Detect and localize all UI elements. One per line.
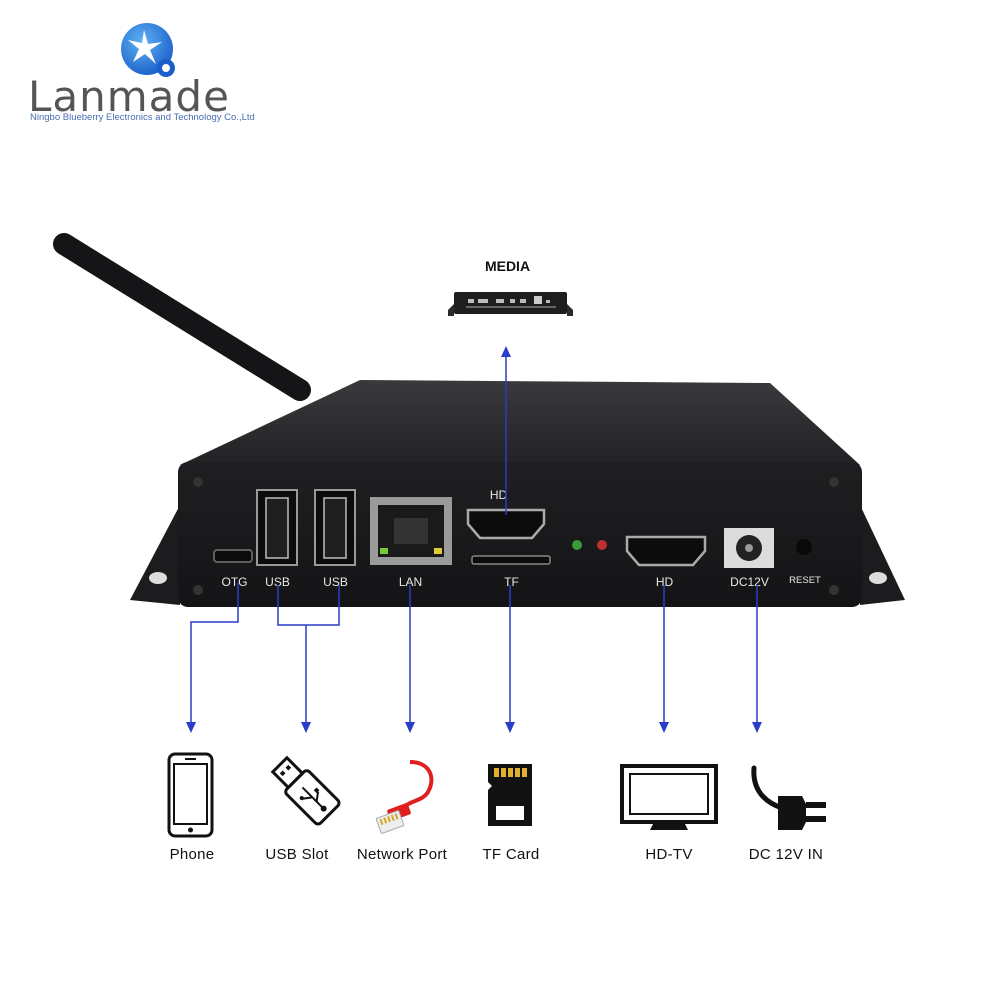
port-label-reset: RESET bbox=[789, 575, 821, 586]
port-label-dc: DC12V bbox=[730, 575, 769, 589]
antenna bbox=[53, 233, 311, 401]
port-label-usb-2: USB bbox=[323, 575, 348, 589]
hd-tv-icon bbox=[620, 764, 718, 830]
label-tf-card: TF Card bbox=[482, 846, 540, 863]
dc-power-plug-icon bbox=[751, 765, 826, 830]
label-hd-tv: HD-TV bbox=[645, 846, 693, 863]
phone-icon bbox=[167, 752, 214, 838]
label-network-port: Network Port bbox=[356, 846, 448, 863]
tf-card-icon bbox=[488, 764, 532, 826]
port-label-tf: TF bbox=[504, 575, 519, 589]
port-label-lan: LAN bbox=[398, 575, 423, 589]
label-dc-in: DC 12V IN bbox=[748, 846, 824, 863]
logo-wordmark: Lanmade bbox=[28, 72, 230, 121]
logo-subtitle: Ningbo Blueberry Electronics and Technol… bbox=[30, 112, 255, 123]
media-title: MEDIA bbox=[484, 258, 531, 274]
port-label-otg: OTG bbox=[221, 575, 248, 589]
media-device-image bbox=[448, 292, 573, 316]
label-usb-slot: USB Slot bbox=[265, 846, 329, 863]
port-label-usb-1: USB bbox=[265, 575, 290, 589]
port-label-hd-out: HD bbox=[655, 575, 674, 589]
label-phone: Phone bbox=[169, 846, 215, 863]
port-label-hd-in: HD bbox=[489, 488, 508, 502]
usb-slot-icon bbox=[270, 755, 341, 826]
logo-icon bbox=[121, 23, 175, 77]
network-port-icon bbox=[375, 760, 434, 834]
